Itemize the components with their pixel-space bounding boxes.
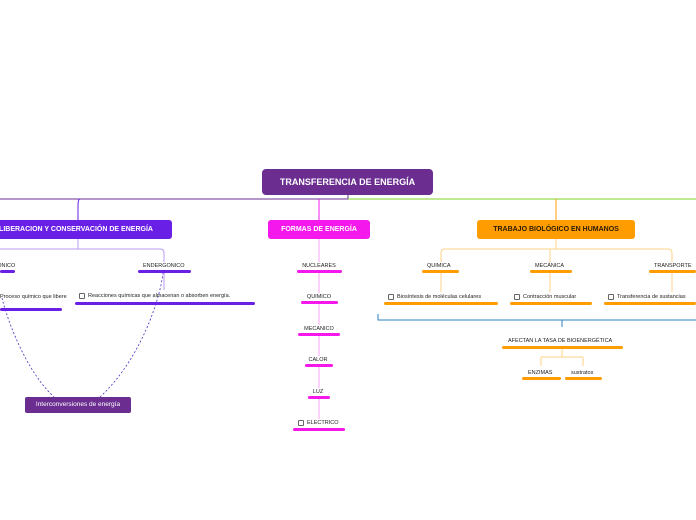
checkbox-icon[interactable] (608, 293, 614, 300)
formas-item[interactable]: CALOR (306, 356, 330, 364)
formas-item-label: ELECTRICO (307, 420, 339, 426)
mecanica-desc-underline (510, 302, 592, 305)
afectan-label[interactable]: AFECTAN LA TASA DE BIOENERGÉTICA (508, 338, 613, 344)
enzimas-underline (522, 377, 561, 380)
sustratos-label[interactable]: sustratos (571, 370, 594, 376)
transporte-desc-node[interactable]: Transferencia de sustancias (608, 293, 686, 301)
afectan-underline (502, 346, 623, 349)
transporte-desc: Transferencia de sustancias (617, 294, 686, 300)
transporte-underline (649, 270, 696, 273)
branch-formas[interactable]: FORMAS DE ENERGÍA (268, 220, 370, 239)
formas-item-electrico[interactable]: ELECTRICO (298, 419, 339, 427)
checkbox-icon[interactable] (388, 293, 394, 300)
formas-item-underline (305, 364, 333, 367)
quimica-desc-underline (384, 302, 498, 305)
transporte-label[interactable]: TRANSPORTE (654, 263, 692, 269)
root-node-title[interactable]: TRANSFERENCIA DE ENERGÍA (262, 169, 433, 195)
transporte-desc-underline (604, 302, 696, 305)
formas-item-underline (298, 333, 340, 336)
exergonico-label[interactable]: EXERGONICO (0, 263, 16, 269)
checkbox-icon[interactable] (79, 292, 85, 299)
checkbox-icon[interactable] (298, 419, 304, 426)
quimica-desc-node[interactable]: Biosíntesis de moléculas celulares (388, 293, 481, 301)
quimica-underline (422, 270, 459, 273)
mecanica-label[interactable]: MECÁNICA (535, 263, 565, 269)
branch-trabajo[interactable]: TRABAJO BIOLÓGICO EN HUMANOS (477, 220, 635, 239)
formas-item-underline (293, 428, 345, 431)
endergonico-desc-underline (75, 302, 255, 305)
exergonico-desc-underline (0, 308, 62, 311)
endergonico-label[interactable]: ENDERGONICO (143, 263, 185, 269)
branch-liberacion[interactable]: LIBERACION Y CONSERVACIÓN DE ENERGÍA (0, 220, 172, 239)
formas-item[interactable]: MECANICO (302, 325, 336, 333)
checkbox-icon[interactable] (514, 293, 520, 300)
exergonico-underline (0, 270, 15, 273)
quimica-desc: Biosíntesis de moléculas celulares (397, 294, 482, 300)
mecanica-underline (530, 270, 572, 273)
interconversiones-node[interactable]: Interconversiones de energía (25, 397, 131, 413)
quimica-label[interactable]: QUIMICA (427, 263, 451, 269)
formas-item-underline (301, 301, 338, 304)
endergonico-desc: Reacciones químicas que almacenan o abso… (88, 293, 231, 299)
exergonico-desc[interactable]: Proceso químico que libere (0, 294, 67, 300)
sustratos-underline (565, 377, 602, 380)
mecanica-desc: Contracción muscular (523, 294, 577, 300)
formas-item[interactable]: QUIMICO (304, 293, 334, 301)
formas-item[interactable]: NUCLEARES (302, 262, 336, 270)
endergonico-underline (138, 270, 191, 273)
formas-item-underline (297, 270, 342, 273)
endergonico-desc-node[interactable]: Reacciones químicas que almacenan o abso… (79, 292, 230, 300)
mecanica-desc-node[interactable]: Contracción muscular (514, 293, 576, 301)
formas-item[interactable]: LUZ (310, 388, 326, 396)
formas-item-underline (308, 396, 330, 399)
enzimas-label[interactable]: ENZIMAS (528, 370, 553, 376)
